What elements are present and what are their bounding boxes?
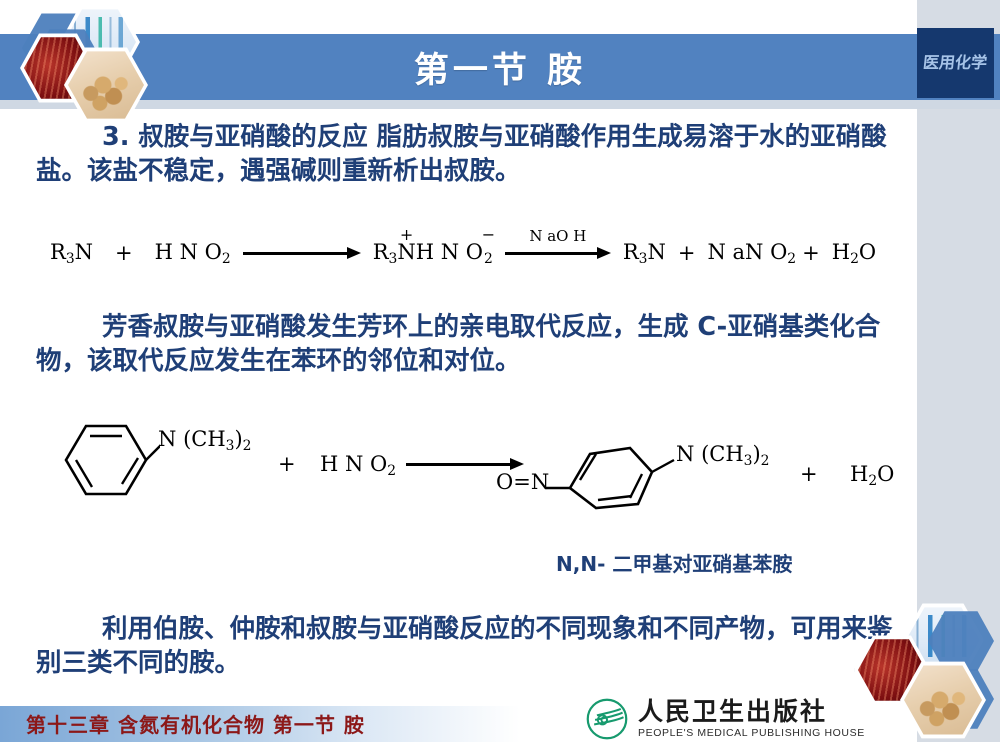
eq1-arrow-label-naoh: N aO H	[529, 227, 587, 246]
eq1-product-r3n: R3N	[622, 240, 666, 267]
eq2-arrow	[406, 458, 524, 470]
benzene-ring-reactant-icon	[64, 424, 160, 496]
brand-badge: 医用化学	[917, 28, 994, 98]
equation-aliphatic-tertiary-amine: R3N + H N O2 R3+NH N O−2 N aO H R3N + N …	[50, 225, 877, 267]
equation-aromatic-nitrosation: N (CH3)2 + H N O2 O=N N (CH3)2 + H2O	[50, 410, 930, 520]
publisher-name-cn: 人民卫生出版社	[638, 697, 828, 727]
eq2-amine-group: N (CH3)2	[158, 427, 252, 454]
eq1-arrow-2-naoh: N aO H	[504, 227, 611, 260]
footer-chapter-label: 第十三章 含氮有机化合物 第一节 胺	[26, 713, 365, 737]
eq2-plus-1: +	[278, 452, 296, 476]
eq1-reactant-hno2: H N O2	[154, 240, 231, 267]
eq2-reactant-hno2: H N O2	[320, 452, 397, 479]
publisher-names: 人民卫生出版社 PEOPLE'S MEDICAL PUBLISHING HOUS…	[638, 699, 865, 739]
footer-bar	[0, 706, 520, 742]
eq1-product-water: H2O	[831, 240, 877, 267]
eq1-plus-2: +	[677, 241, 696, 266]
benzene-ring-product-icon	[546, 446, 675, 510]
brand-label: 医用化学	[922, 52, 989, 72]
eq1-plus-1: +	[115, 241, 133, 266]
pmph-swirl-logo-icon	[586, 698, 628, 740]
hexagon-cluster-bottom-right	[854, 602, 998, 742]
eq1-arrow-1	[242, 247, 361, 260]
bottom-rule	[0, 742, 1000, 750]
eq1-positive-charge: +	[399, 225, 414, 244]
eq1-intermediate-salt: R3+NH N O−2	[372, 225, 496, 267]
paragraph-tertiary-amine-reaction: 3. 叔胺与亚硝酸的反应 脂肪叔胺与亚硝酸作用生成易溶于水的亚硝酸盐。该盐不稳定…	[36, 122, 887, 187]
eq1-plus-3: +	[802, 241, 820, 266]
eq2-product-water: H2O	[850, 462, 895, 489]
publisher-name-en: PEOPLE'S MEDICAL PUBLISHING HOUSE	[638, 727, 865, 740]
publisher-logo: 人民卫生出版社 PEOPLE'S MEDICAL PUBLISHING HOUS…	[585, 696, 885, 742]
eq1-negative-charge: −	[481, 225, 496, 244]
hexagon-cluster-top-left	[8, 4, 178, 123]
page-title: 第一节 胺	[413, 50, 587, 91]
eq1-product-nano2: N aN O2	[707, 240, 797, 267]
eq2-product-amine-group: N (CH3)2	[676, 442, 770, 469]
eq1-reactant-r3n: R3N	[50, 240, 94, 267]
header-band	[0, 34, 1000, 109]
hexagon-image-capsules	[64, 47, 148, 123]
compound-name-caption: N,N- 二甲基对亚硝基苯胺	[556, 552, 793, 576]
eq2-nitroso-group: O=N	[496, 470, 550, 494]
paragraph-distinguish-amines: 利用伯胺、仲胺和叔胺与亚硝酸反应的不同现象和不同产物，可用来鉴别三类不同的胺。	[36, 614, 893, 679]
paragraph-aromatic-tertiary-amine: 芳香叔胺与亚硝酸发生芳环上的亲电取代反应，生成 C-亚硝基类化合物，该取代反应发…	[36, 312, 881, 377]
eq2-plus-2: +	[800, 462, 818, 486]
